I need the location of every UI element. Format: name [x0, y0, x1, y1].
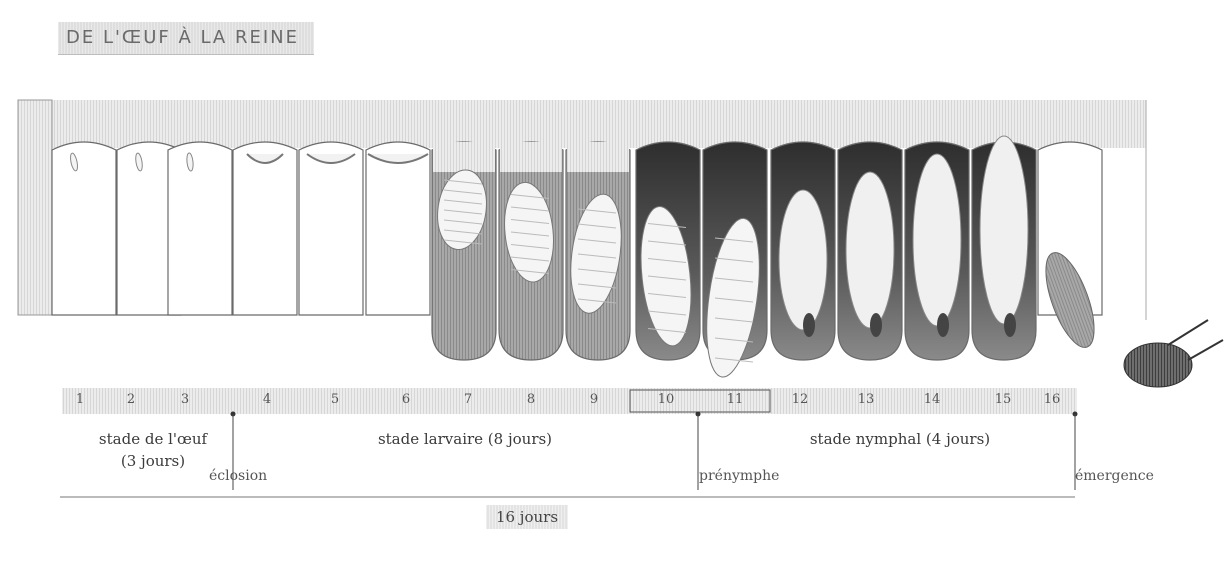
day-number: 1 [65, 392, 95, 407]
cell-wall [168, 142, 232, 315]
queen-thorax [1124, 343, 1192, 387]
larval-stage-label: stade larvaire (8 jours) [360, 430, 570, 448]
total-duration-label: 16 jours [486, 505, 568, 529]
cell-cap [433, 142, 495, 172]
pupa [980, 136, 1028, 324]
brood-cell-day-7 [432, 142, 496, 360]
cell-wall [366, 142, 430, 315]
egg-stage-duration: (3 jours) [78, 452, 228, 470]
diagram-title: DE L'ŒUF À LA REINE [66, 27, 299, 48]
brood-cell-day-16 [1036, 142, 1223, 387]
pupa-head [870, 313, 882, 337]
cell-wall [52, 142, 116, 315]
cell-cap [567, 142, 629, 172]
day-number: 4 [252, 392, 282, 407]
brood-cell-day-13 [838, 142, 902, 360]
brood-cell-day-14 [905, 142, 969, 360]
egg-stage-name: stade de l'œuf [78, 430, 228, 448]
day-number: 8 [516, 392, 546, 407]
day-number: 6 [391, 392, 421, 407]
day-number: 10 [651, 392, 681, 407]
brood-cell-day-8 [499, 142, 563, 360]
emergence-label: émergence [1075, 468, 1154, 484]
day-number: 9 [579, 392, 609, 407]
pupal-stage-label: stade nymphal (4 jours) [790, 430, 1010, 448]
brood-cell-day-9 [564, 142, 630, 360]
brood-cell-day-15 [972, 136, 1036, 360]
brood-cell-day-4 [233, 142, 297, 315]
day-number: 11 [720, 392, 750, 407]
day-number: 2 [116, 392, 146, 407]
comb-top-band [18, 100, 1146, 148]
brood-cell-day-1 [52, 142, 116, 315]
hatching-label: éclosion [209, 468, 267, 484]
cell-wall [299, 142, 363, 315]
brood-cell-day-12 [771, 142, 835, 360]
brood-cell-day-5 [299, 142, 363, 315]
brood-cell-day-10 [635, 142, 700, 360]
day-number: 13 [851, 392, 881, 407]
day-number: 7 [453, 392, 483, 407]
pupa-head [1004, 313, 1016, 337]
brood-cell-day-6 [366, 142, 430, 315]
egg-stage-label: stade de l'œuf (3 jours) [78, 430, 228, 470]
pupa [913, 154, 961, 326]
brood-cell-day-3 [168, 142, 232, 315]
cell-cap [500, 142, 562, 172]
day-number: 3 [170, 392, 200, 407]
day-number: 5 [320, 392, 350, 407]
day-number: 16 [1037, 392, 1067, 407]
pupa-head [803, 313, 815, 337]
comb-left-wall [18, 100, 52, 315]
pupa-head [937, 313, 949, 337]
pupa [846, 172, 894, 328]
prepupa-label: prénymphe [699, 468, 779, 484]
pupa [779, 190, 827, 330]
brood-cell-day-11 [698, 142, 768, 380]
day-number: 14 [917, 392, 947, 407]
day-number: 12 [785, 392, 815, 407]
day-number: 15 [988, 392, 1018, 407]
cell-wall [233, 142, 297, 315]
